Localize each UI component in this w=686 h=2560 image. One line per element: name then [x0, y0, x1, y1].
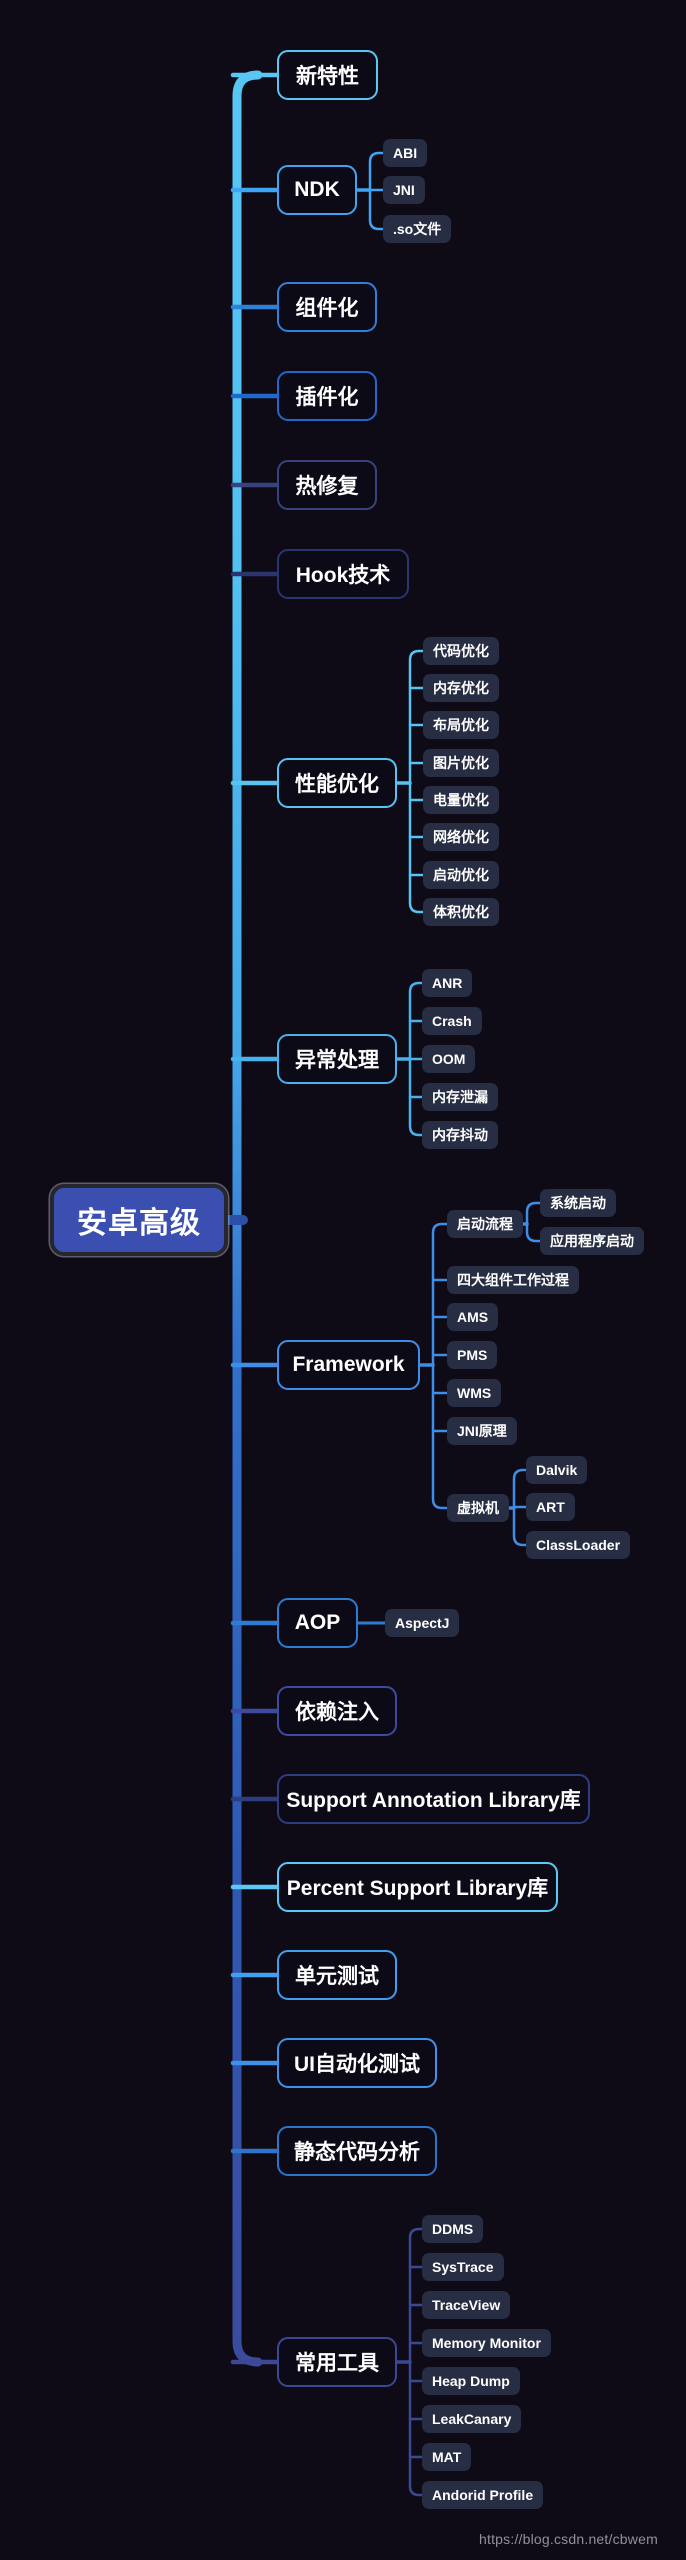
topic-node-t4[interactable]: 热修复: [277, 460, 377, 510]
topic-node-t13[interactable]: 单元测试: [277, 1950, 397, 2000]
subsubtopic-node-dalvik[interactable]: Dalvik: [526, 1456, 588, 1484]
topic-node-ui[interactable]: UI自动化测试: [277, 2038, 437, 2088]
subtopic-node-6-0[interactable]: 代码优化: [423, 637, 499, 665]
subtopic-node-6-4[interactable]: 电量优化: [423, 786, 499, 814]
topic-node-framework[interactable]: Framework: [277, 1340, 420, 1390]
subtopic-node-aspectj[interactable]: AspectJ: [385, 1609, 460, 1637]
subtopic-node-leakcanary[interactable]: LeakCanary: [422, 2405, 522, 2433]
topic-node-t7[interactable]: 异常处理: [277, 1034, 397, 1084]
subtopic-node-traceview[interactable]: TraceView: [422, 2291, 511, 2319]
subtopic-node-6-6[interactable]: 启动优化: [423, 861, 499, 889]
subtopic-node-6-7[interactable]: 体积优化: [423, 898, 499, 926]
subsubtopic-node-8-0-0[interactable]: 系统启动: [540, 1189, 616, 1217]
topic-node-hook[interactable]: Hook技术: [277, 549, 409, 599]
subtopic-node-ddms[interactable]: DDMS: [422, 2215, 484, 2243]
subtopic-node-pms[interactable]: PMS: [447, 1341, 498, 1369]
topic-node-support-annotation-library[interactable]: Support Annotation Library库: [277, 1774, 590, 1824]
subtopic-node-8-1[interactable]: 四大组件工作过程: [447, 1266, 579, 1294]
subtopic-node-6-5[interactable]: 网络优化: [423, 823, 499, 851]
subtopic-node-8-0[interactable]: 启动流程: [447, 1210, 523, 1238]
connector-line: [408, 649, 425, 914]
connector-line: [525, 1201, 542, 1243]
subtopic-node-so[interactable]: .so文件: [383, 215, 452, 243]
subtopic-node-6-2[interactable]: 布局优化: [423, 711, 499, 739]
topic-node-t3[interactable]: 插件化: [277, 371, 377, 421]
subtopic-node-oom[interactable]: OOM: [422, 1045, 476, 1073]
subtopic-node-mat[interactable]: MAT: [422, 2443, 472, 2471]
subtopic-node-anr[interactable]: ANR: [422, 969, 473, 997]
connector-line: [408, 2227, 424, 2497]
connector-line: [431, 1222, 449, 1510]
topic-node-t16[interactable]: 常用工具: [277, 2337, 397, 2387]
topic-node-aop[interactable]: AOP: [277, 1598, 358, 1648]
root-node[interactable]: 安卓高级: [50, 1184, 228, 1256]
subtopic-node-jni[interactable]: JNI: [383, 176, 425, 204]
subtopic-node-heap-dump[interactable]: Heap Dump: [422, 2367, 520, 2395]
subtopic-node-6-1[interactable]: 内存优化: [423, 674, 499, 702]
subtopic-node-7-4[interactable]: 内存抖动: [422, 1121, 498, 1149]
topic-node-t2[interactable]: 组件化: [277, 282, 377, 332]
topic-node-ndk[interactable]: NDK: [277, 165, 357, 215]
topic-node-t6[interactable]: 性能优化: [277, 758, 397, 808]
subsubtopic-node-classloader[interactable]: ClassLoader: [526, 1531, 631, 1559]
topic-node-t10[interactable]: 依赖注入: [277, 1686, 397, 1736]
subtopic-node-7-3[interactable]: 内存泄漏: [422, 1083, 498, 1111]
subtopic-node-crash[interactable]: Crash: [422, 1007, 482, 1035]
subtopic-node-andorid-profile[interactable]: Andorid Profile: [422, 2481, 544, 2509]
subsubtopic-node-art[interactable]: ART: [526, 1493, 575, 1521]
subtopic-node-wms[interactable]: WMS: [447, 1379, 502, 1407]
topic-node-t0[interactable]: 新特性: [277, 50, 378, 100]
subtopic-node-memory-monitor[interactable]: Memory Monitor: [422, 2329, 551, 2357]
topic-node-t15[interactable]: 静态代码分析: [277, 2126, 437, 2176]
subtopic-node-systrace[interactable]: SysTrace: [422, 2253, 504, 2281]
subtopic-node-ams[interactable]: AMS: [447, 1303, 499, 1331]
topic-node-percent-support-library[interactable]: Percent Support Library库: [277, 1862, 558, 1912]
subtopic-node-8-6[interactable]: 虚拟机: [447, 1494, 509, 1522]
subtopic-node-6-3[interactable]: 图片优化: [423, 749, 499, 777]
subtopic-node-abi[interactable]: ABI: [383, 139, 428, 167]
subtopic-node-jni[interactable]: JNI原理: [447, 1417, 517, 1445]
subsubtopic-node-8-0-1[interactable]: 应用程序启动: [540, 1227, 644, 1255]
watermark-url: https://blog.csdn.net/cbwem: [479, 2531, 658, 2547]
